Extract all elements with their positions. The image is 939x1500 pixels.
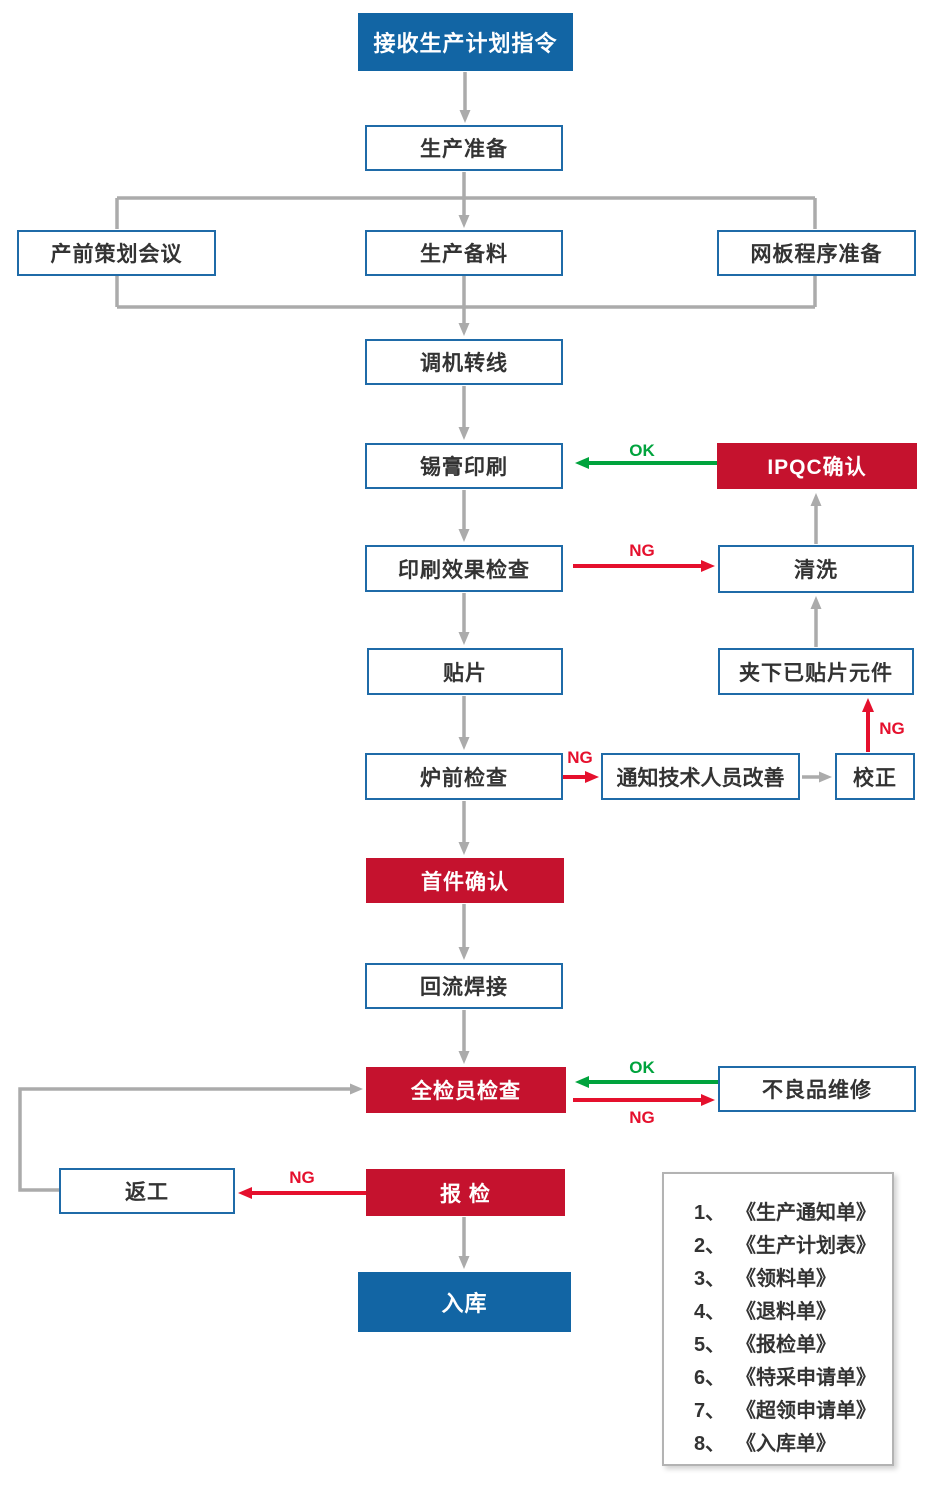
document-number: 8、 [694,1433,726,1455]
document-title: 《入库单》 [736,1433,836,1455]
node-ipqc-confirm: IPQC确认 [717,443,917,489]
document-title: 《生产通知单》 [736,1202,876,1224]
node-calibration: 校正 [835,753,915,800]
document-number: 5、 [694,1334,726,1356]
node-reflow-soldering: 回流焊接 [365,963,563,1009]
node-notify-technician: 通知技术人员改善 [601,753,800,800]
document-title: 《领料单》 [736,1268,836,1290]
document-item: 6、 《特采申请单》 [694,1361,892,1394]
document-item: 5、 《报检单》 [694,1328,892,1361]
edge-label-ng-calibration: NG [879,719,905,738]
document-item: 1、 《生产通知单》 [694,1196,892,1229]
node-inspection-report: 报 检 [366,1169,565,1216]
node-stencil-program-prep: 网板程序准备 [717,230,916,276]
node-first-article-confirm: 首件确认 [366,858,564,903]
node-print-inspection: 印刷效果检查 [365,545,563,592]
edge-label-ng-full-inspection: NG [629,1108,655,1127]
node-cleaning: 清洗 [718,545,914,593]
node-solder-paste-printing: 锡膏印刷 [365,443,563,489]
node-placement: 贴片 [367,648,563,695]
document-number: 6、 [694,1367,726,1389]
node-production-prep: 生产准备 [365,125,563,171]
edge-label-ok-ipqc: OK [629,441,655,460]
node-pre-oven-inspection: 炉前检查 [365,753,563,800]
document-item: 8、 《入库单》 [694,1427,892,1460]
node-receive-order: 接收生产计划指令 [358,13,573,71]
edge-label-ng-pre-oven: NG [567,748,593,767]
document-title: 《报检单》 [736,1334,836,1356]
node-warehousing: 入库 [358,1272,571,1332]
document-title: 《特采申请单》 [736,1367,876,1389]
node-defective-repair: 不良品维修 [718,1066,916,1112]
document-title: 《超领申请单》 [736,1400,876,1422]
document-item: 7、 《超领申请单》 [694,1394,892,1427]
document-title: 《生产计划表》 [736,1235,876,1257]
document-item: 2、 《生产计划表》 [694,1229,892,1262]
document-number: 1、 [694,1202,726,1224]
edge-label-ng-print-inspection: NG [629,541,655,560]
node-full-inspection: 全检员检查 [366,1067,566,1113]
node-remove-placed-components: 夹下已贴片元件 [718,648,914,695]
document-item: 3、 《领料单》 [694,1262,892,1295]
node-pre-production-meeting: 产前策划会议 [17,230,216,276]
document-number: 7、 [694,1400,726,1422]
document-number: 4、 [694,1301,726,1323]
document-list: 1、 《生产通知单》 2、 《生产计划表》 3、 《领料单》 4、 《退料单》 … [662,1172,894,1466]
node-machine-setup: 调机转线 [365,339,563,385]
node-rework: 返工 [59,1168,235,1214]
document-title: 《退料单》 [736,1301,836,1323]
node-material-prep: 生产备料 [365,230,563,276]
document-number: 2、 [694,1235,726,1257]
edge-label-ng-rework: NG [289,1168,315,1187]
edge-label-ok-full-inspection: OK [629,1058,655,1077]
document-item: 4、 《退料单》 [694,1295,892,1328]
document-number: 3、 [694,1268,726,1290]
